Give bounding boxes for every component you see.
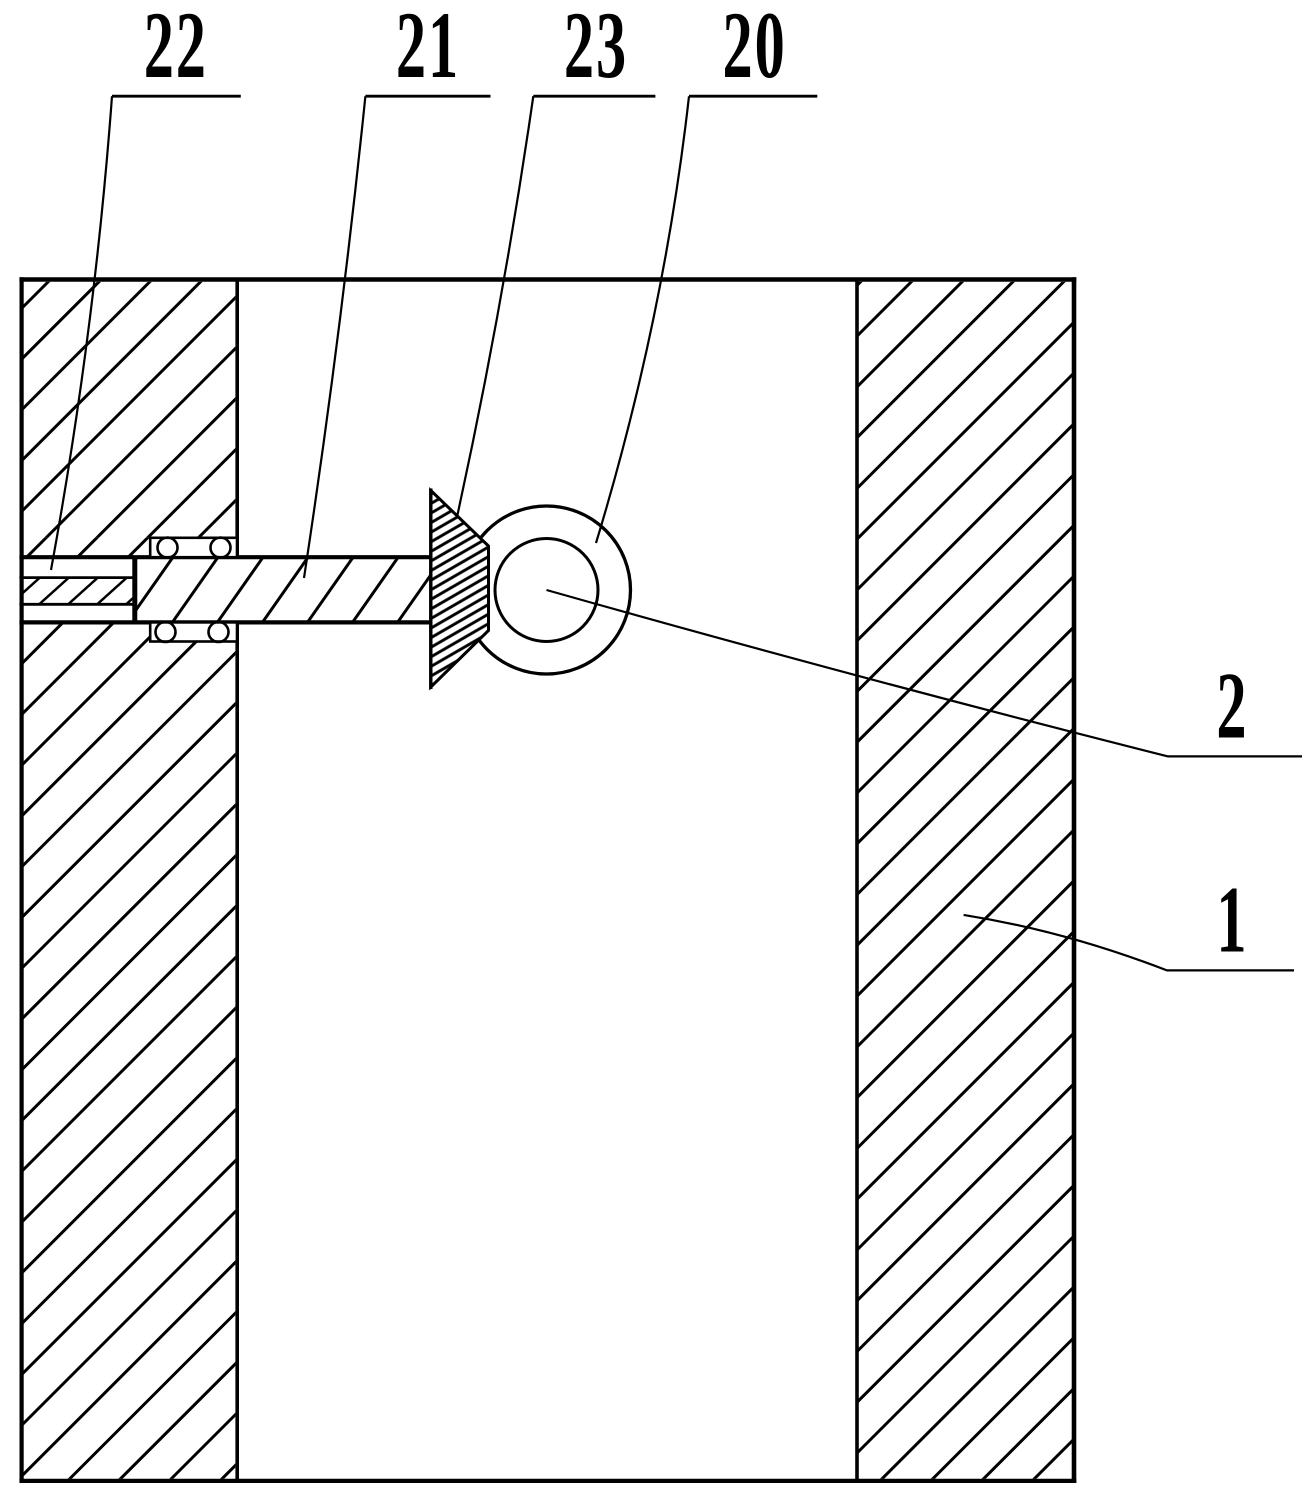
left-wall-hatch-beside-bottom-bearing (21, 622, 151, 642)
callout-label-2: 2 (1216, 654, 1248, 759)
left-wall-hatch (21, 281, 236, 1479)
leader-line-21 (302, 96, 367, 579)
left-wall-hatch-beside-top-bearing (21, 537, 151, 558)
ring-inner-circle (493, 537, 600, 643)
rod-assembly (19, 555, 431, 625)
callout-label-20: 20 (723, 0, 787, 98)
top-bearing-ball-right (209, 536, 232, 559)
bottom-bearing-ball-right (207, 620, 230, 644)
callout-labels: 22 21 23 20 2 1 (144, 0, 1248, 973)
callout-label-23: 23 (564, 0, 628, 98)
bearing-assemblies (148, 536, 239, 644)
right-wall-hatch (858, 281, 1074, 1479)
leader-lines (49, 96, 1302, 972)
callout-label-22: 22 (144, 0, 208, 98)
leader-line-1 (963, 913, 1294, 972)
vessel-outline (19, 277, 1077, 1484)
leader-line-20 (594, 96, 691, 544)
bottom-bearing-box (148, 621, 239, 643)
leader-line-23 (455, 96, 535, 518)
rod-hatch (134, 558, 431, 621)
leader-line-22 (49, 96, 114, 571)
left-wall-hatch-upper (21, 281, 236, 538)
callout-label-21: 21 (396, 0, 460, 98)
bottom-bearing-ball-left (154, 620, 177, 644)
spray-head-outline (429, 486, 490, 691)
spray-head (429, 486, 490, 691)
top-bearing-box (148, 536, 239, 559)
left-wall-hatch-lower (21, 641, 236, 1479)
top-bearing-ball-left (156, 536, 179, 559)
leader-line-2 (546, 588, 1302, 758)
callout-label-1: 1 (1216, 868, 1248, 973)
screw-tip-hatch (19, 577, 135, 605)
